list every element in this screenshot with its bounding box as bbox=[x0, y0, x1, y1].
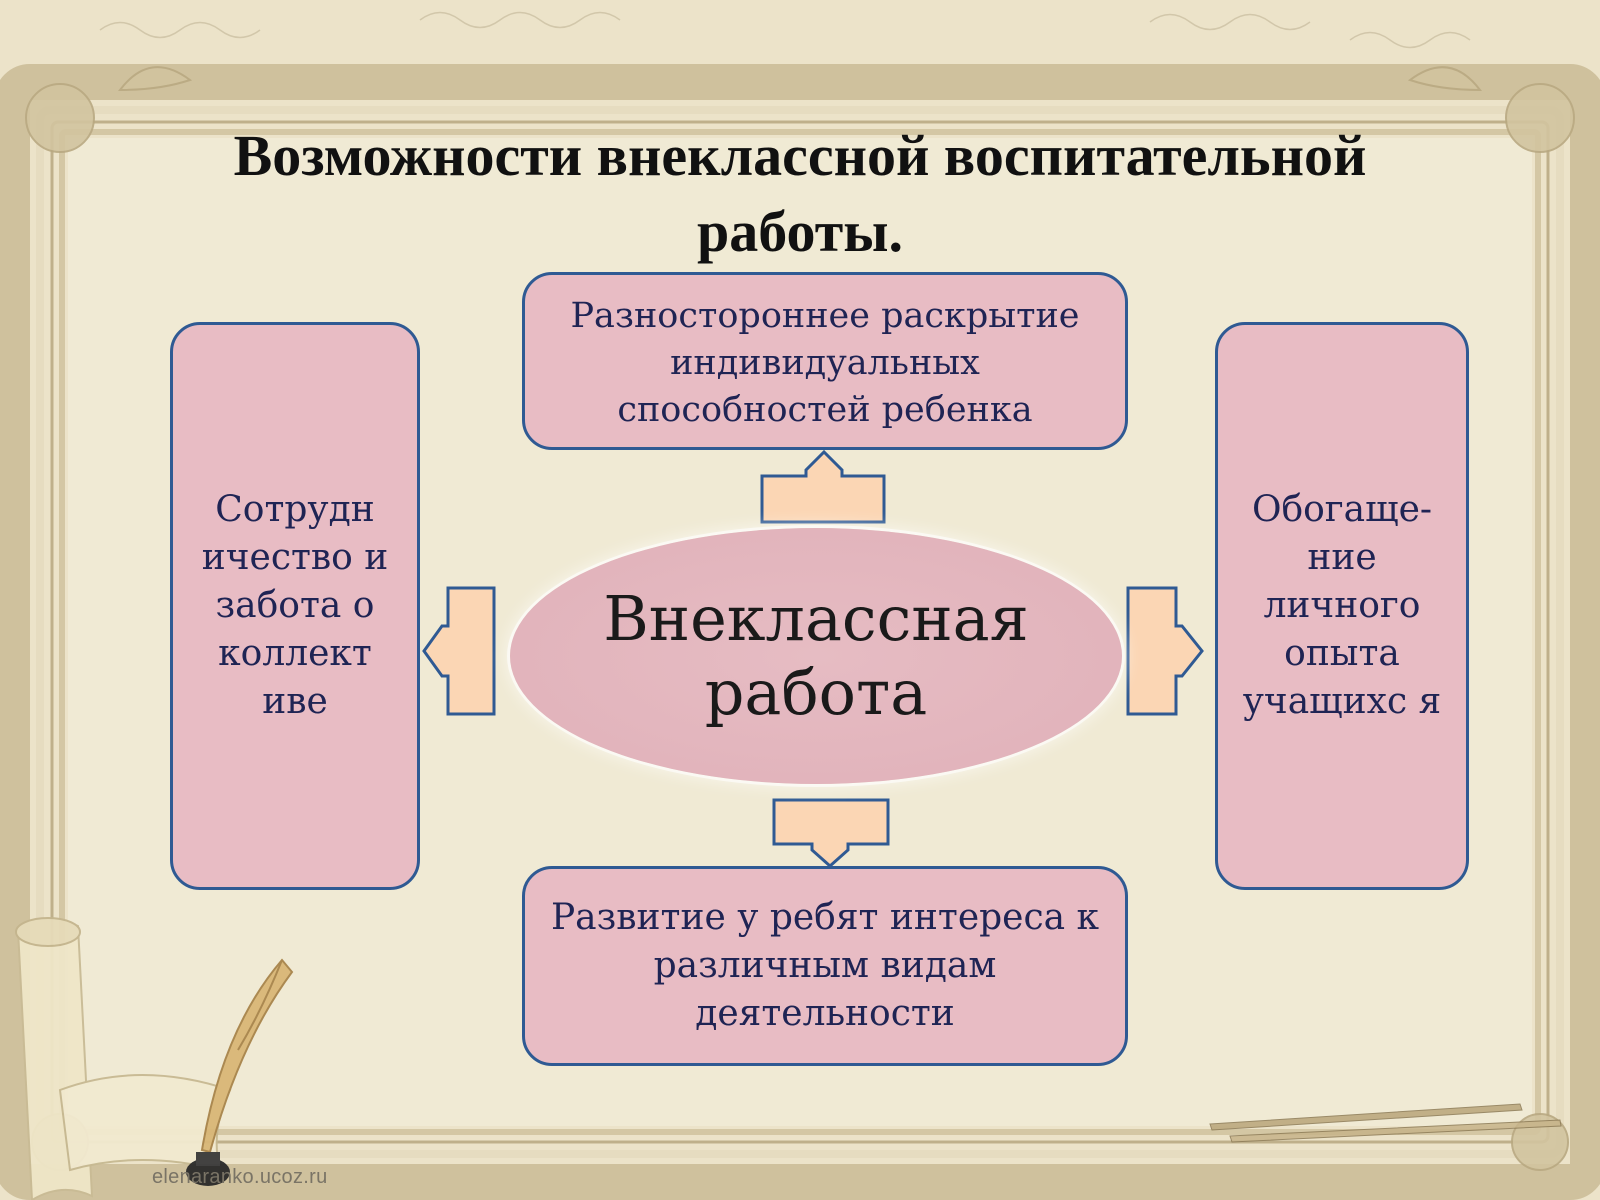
box-left-text: Сотрудн ичество и забота о коллект иве bbox=[201, 489, 389, 722]
box-right-experience: Обогаще- ние личного опыта учащихс я bbox=[1215, 322, 1469, 890]
slide-title: Возможности внеклассной воспитательной р… bbox=[233, 123, 1367, 264]
site-watermark: elenaranko.ucoz.ru bbox=[152, 1166, 328, 1188]
box-bottom-text: Развитие у ребят интереса к различным ви… bbox=[550, 897, 1100, 1034]
center-ellipse: Внеклассная работа bbox=[510, 528, 1122, 784]
box-right-text: Обогаще- ние личного опыта учащихс я bbox=[1242, 489, 1442, 722]
center-text: Внеклассная работа bbox=[603, 582, 1029, 729]
box-top-individual-abilities: Разностороннее раскрытие индивидуальных … bbox=[522, 272, 1128, 450]
box-bottom-interest: Развитие у ребят интереса к различным ви… bbox=[522, 866, 1128, 1066]
box-top-text: Разностороннее раскрытие индивидуальных … bbox=[570, 295, 1080, 430]
box-left-cooperation: Сотрудн ичество и забота о коллект иве bbox=[170, 322, 420, 890]
